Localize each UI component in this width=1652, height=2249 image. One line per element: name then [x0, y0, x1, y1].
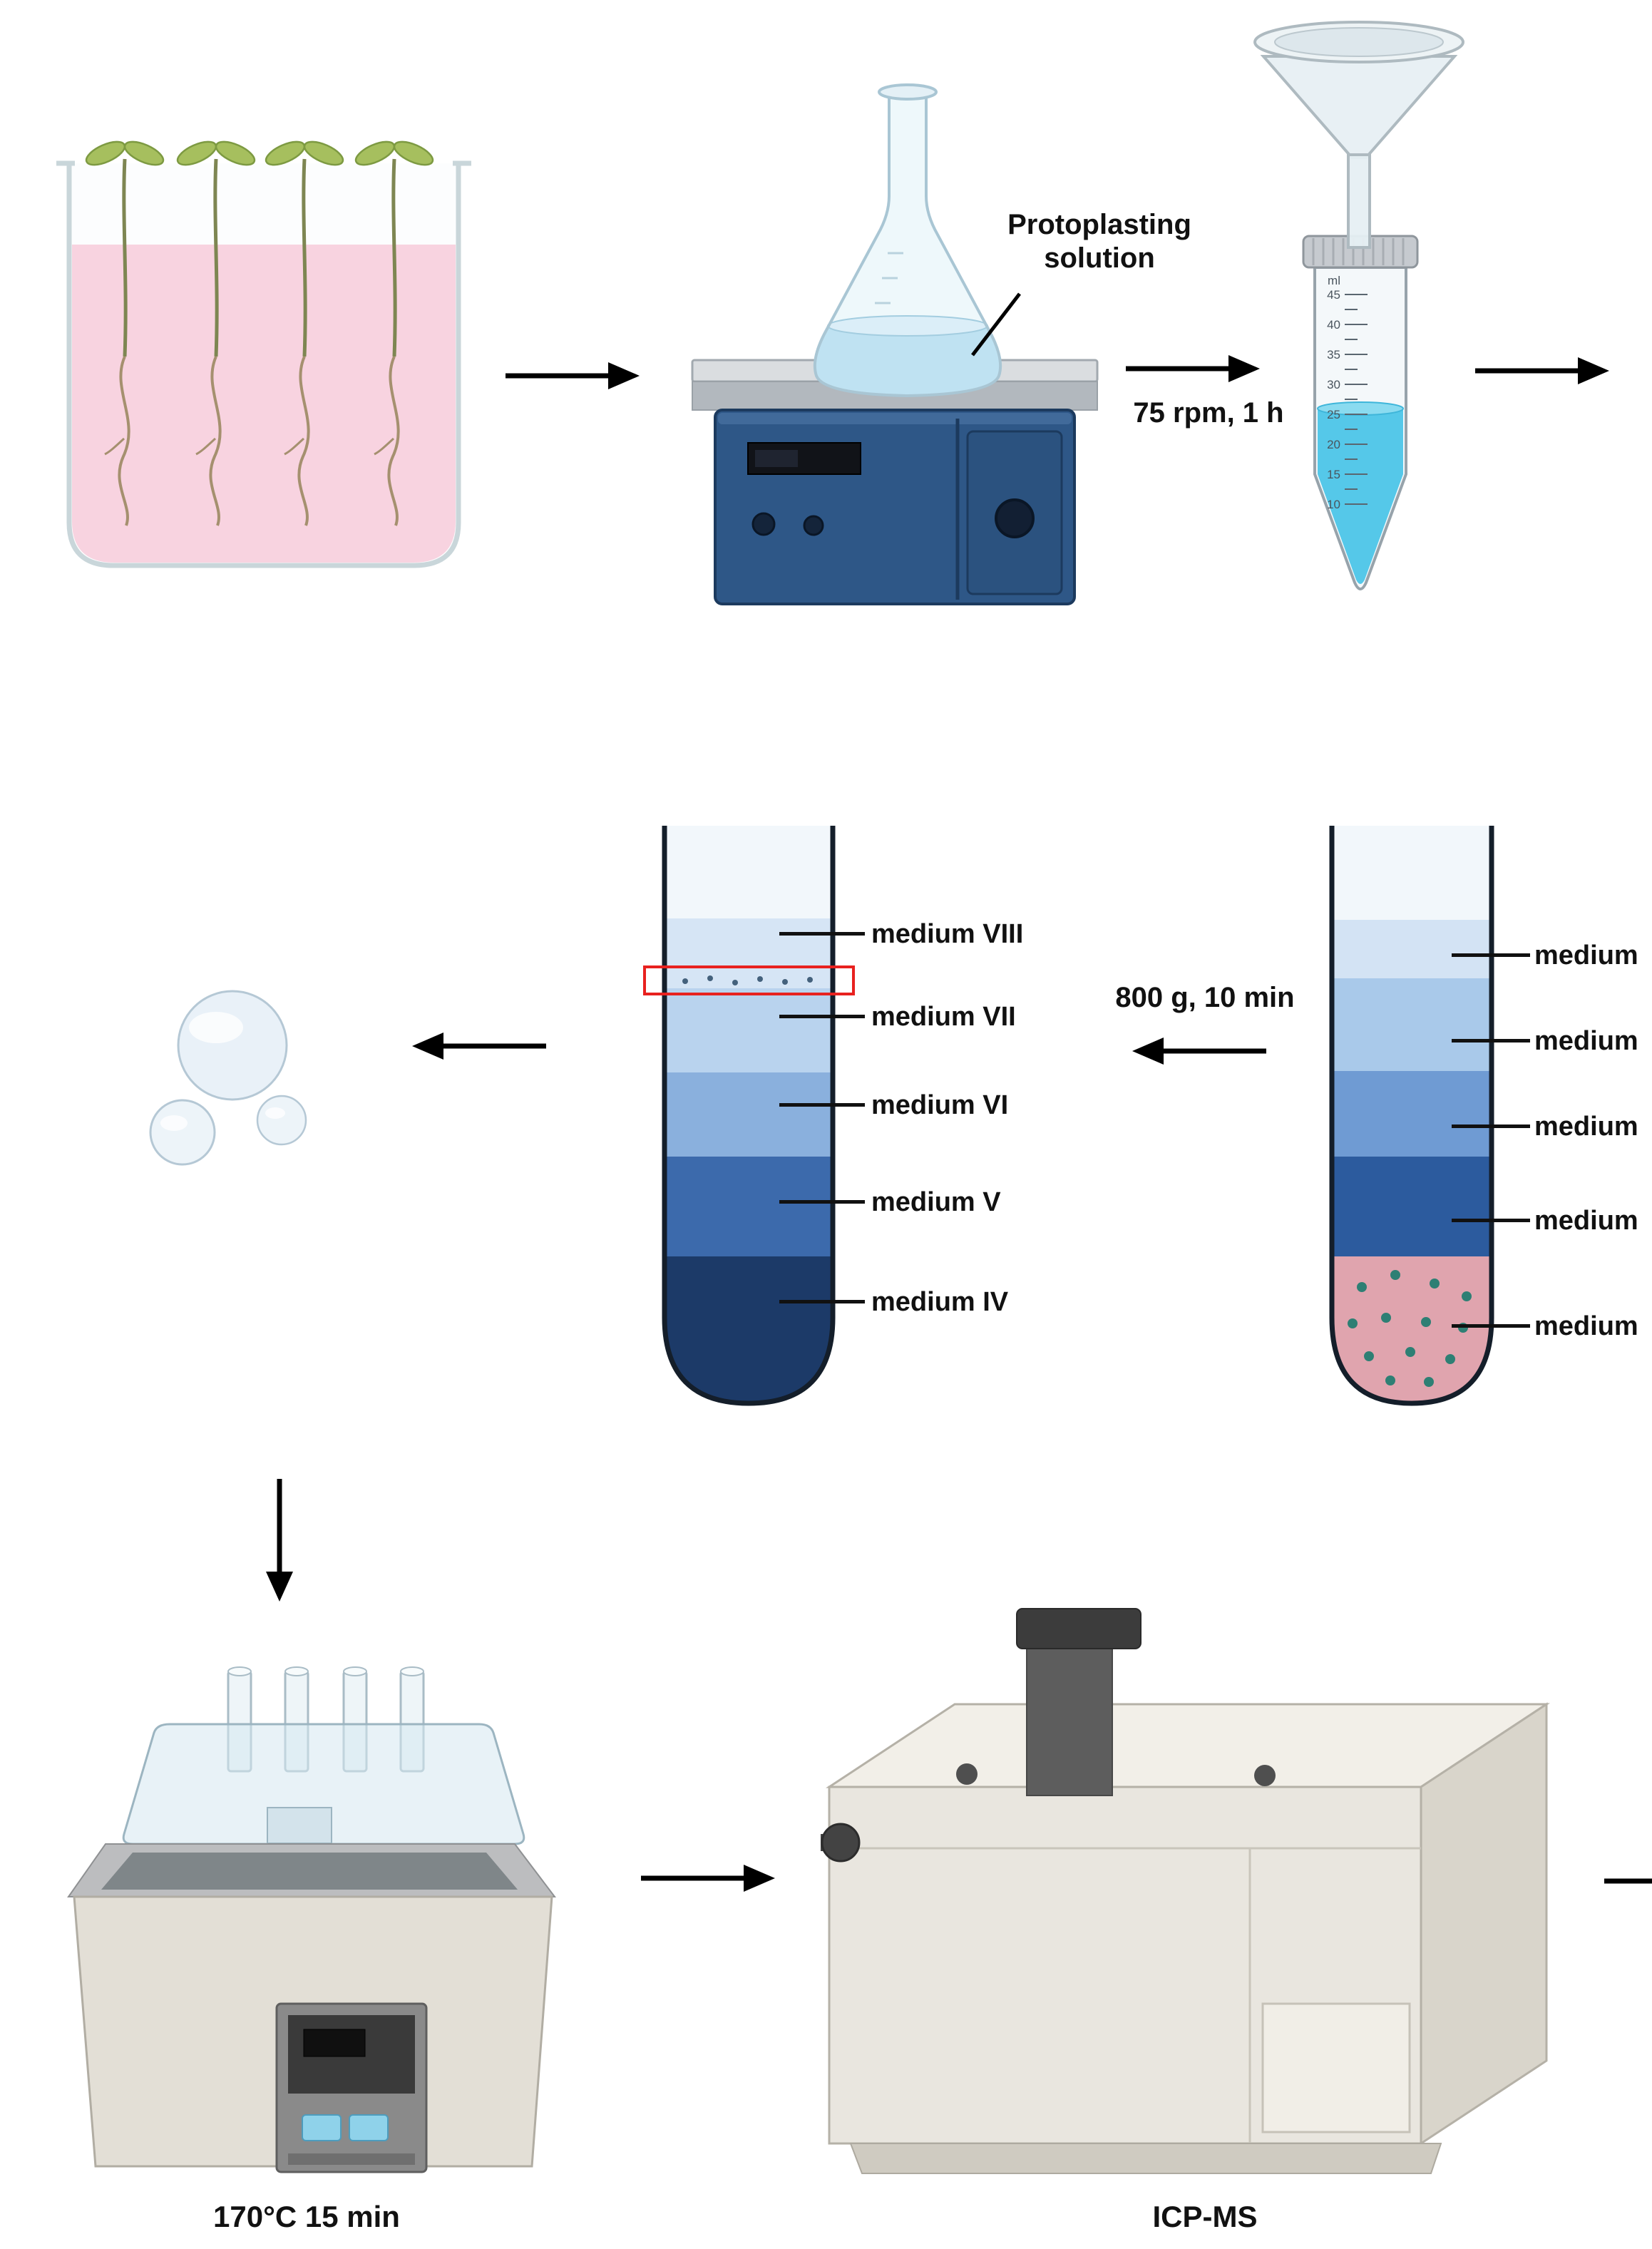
gradient-layers: [1332, 826, 1492, 1403]
layer-label-clipped: medium: [1534, 1311, 1638, 1341]
icpms-access-panel: [1261, 2002, 1411, 2133]
gradient-layers: [665, 826, 833, 1403]
svg-text:15: 15: [1327, 468, 1340, 481]
bath-button: [302, 2114, 342, 2141]
layer-tick: [779, 1200, 865, 1204]
layer-medium-iv: [665, 1256, 833, 1403]
protoplast-cell: [256, 1095, 307, 1146]
icpms-torch-block: [1016, 1608, 1141, 1796]
layer-label-medium-v: medium V: [871, 1187, 1001, 1217]
gradient-tube-after-centrifugation: [662, 826, 836, 1406]
layer-label-medium-viii: medium VIII: [871, 919, 1024, 949]
layer-label-medium-vii: medium VII: [871, 1002, 1016, 1032]
funnel: [1253, 21, 1464, 249]
arrow-right-icon: [1126, 355, 1260, 382]
digestion-condition-label: 170°C 15 min: [213, 2200, 400, 2233]
layer-label-clipped: medium: [1534, 941, 1638, 970]
shaker-base: [714, 409, 1076, 605]
svg-text:40: 40: [1327, 318, 1340, 332]
layer-tick: [779, 932, 865, 936]
layer-tick: [1452, 1219, 1530, 1222]
svg-text:35: 35: [1327, 348, 1340, 362]
layer-medium-vi: [665, 1072, 833, 1157]
layer-tick: [1452, 1124, 1530, 1128]
layer-label-clipped: medium: [1534, 1112, 1638, 1142]
bath-button: [349, 2114, 389, 2141]
arrow-down-icon: [266, 1479, 293, 1602]
protoplast-cell: [149, 1099, 216, 1166]
tube-collar: [1302, 235, 1419, 269]
layer-tick: [1452, 953, 1530, 957]
bath-tray: [67, 1843, 557, 1897]
svg-text:25: 25: [1327, 408, 1340, 421]
gradient-tube-with-protoplast-pellet: [1329, 826, 1494, 1406]
tube-graduations: ml 45 40 35 30 25 20 15 10: [1327, 274, 1340, 511]
funnel-falcon-tube-illustration: ml 45 40 35 30 25 20 15 10: [1253, 21, 1464, 590]
svg-text:10: 10: [1327, 498, 1340, 511]
svg-text:20: 20: [1327, 438, 1340, 451]
falcon-tube: ml 45 40 35 30 25 20 15 10: [1302, 235, 1419, 590]
layer-label-clipped: medium: [1534, 1026, 1638, 1056]
svg-text:45: 45: [1327, 288, 1340, 302]
layer-tick: [1452, 1039, 1530, 1042]
erlenmeyer-flask: [813, 83, 1002, 398]
layer-label-medium-vi: medium VI: [871, 1090, 1009, 1120]
instrument-label: ICP-MS: [1152, 2200, 1258, 2233]
shaker-knob: [751, 512, 776, 536]
protoplasting-label-line2: solution: [1044, 242, 1155, 275]
arrow-right-icon: [1604, 1878, 1652, 1884]
shaker-knob: [803, 515, 824, 536]
arrow-right-icon: [641, 1865, 775, 1892]
seedling-beaker-illustration: [56, 132, 471, 568]
layer-tick: [779, 1015, 865, 1018]
icpms-instrument-illustration: [821, 1608, 1551, 2174]
water-bath-illustration: [67, 1666, 557, 2173]
layer-tick: [1452, 1324, 1530, 1328]
tube-unit-label: ml: [1328, 274, 1340, 287]
pink-medium: [72, 245, 456, 563]
arrow-right-icon: [506, 362, 640, 389]
icpms-port: [956, 1763, 978, 1785]
icpms-base: [849, 2143, 1442, 2174]
bath-control-panel: [275, 2002, 428, 2173]
layer-medium-viii: [665, 918, 833, 988]
lid-handle-recess: [267, 1807, 332, 1844]
layer-tick: [779, 1103, 865, 1107]
label-pointer-line: [971, 292, 1021, 357]
protoplasting-label-line1: Protoplasting: [1007, 209, 1191, 240]
protoplast-dots: [1348, 1270, 1472, 1387]
shaker-with-flask-illustration: [691, 83, 1099, 605]
layer-medium-vii: [665, 988, 833, 1072]
icpms-port: [1254, 1765, 1276, 1786]
bath-display: [303, 2029, 366, 2057]
arrow-right-icon: [1475, 357, 1609, 384]
shaking-condition-label: 75 rpm, 1 h: [1133, 397, 1284, 429]
layer-label-medium-iv: medium IV: [871, 1287, 1009, 1317]
centrifugation-condition-label: 800 g, 10 min: [1115, 982, 1295, 1013]
icpms-side-knob: [821, 1823, 861, 1863]
svg-text:30: 30: [1327, 378, 1340, 391]
glass-beaker: [69, 163, 458, 565]
arrow-left-icon: [1132, 1038, 1266, 1065]
shaker-dial: [995, 498, 1035, 538]
cell-suspension-liquid: [1318, 409, 1403, 584]
layer-tick: [779, 1300, 865, 1303]
protoplast-band-highlight: [643, 965, 855, 995]
layer-label-clipped: medium: [1534, 1206, 1638, 1236]
protoplasts-illustration: [149, 990, 307, 1166]
arrow-left-icon: [412, 1033, 546, 1060]
protoplast-cell: [177, 990, 288, 1101]
layer-medium-v: [665, 1157, 833, 1256]
protoplasting-solution-label: Protoplasting solution: [964, 208, 1235, 275]
